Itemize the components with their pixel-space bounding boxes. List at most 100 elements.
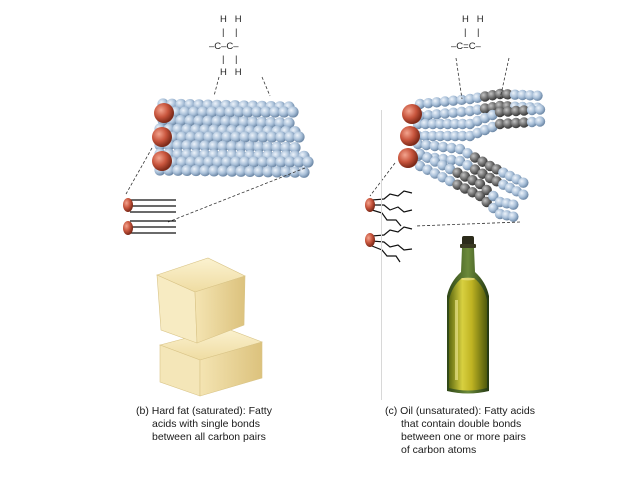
caption-line: acids with single bonds [152,418,260,430]
carbon-atom [266,156,278,168]
carbon-atom [269,106,281,118]
carbon-atom [229,116,241,128]
formula-guide-right-c [499,57,510,100]
carbon-atom [221,156,233,168]
carbon-atom [275,156,287,168]
caption-line: (b) Hard fat (saturated): Fatty [136,405,272,417]
carbon-atom [488,202,499,214]
carbon-atom [181,164,193,177]
carbon-atom [502,118,514,129]
formula-carbon-double-bond: –C=C– [451,41,481,52]
unsaturated-fatty-acid-chains [412,88,546,222]
carbon-atom [190,140,202,152]
carbon-atom [226,140,238,153]
carbon-atom [284,131,296,143]
carbon-atom [510,105,522,117]
carbon-atom [194,131,206,143]
carbon-atom [289,142,301,154]
carbon-atom [442,130,453,142]
carbon-atom [265,116,277,129]
unsaturated-glycerol-heads [398,104,422,168]
carbon-atom [280,166,292,178]
carbon-atom [302,156,314,168]
carbon-atom [230,131,242,143]
carbon-atom [212,131,224,143]
carbon-atom [257,131,269,143]
olive-oil-bottle-image [447,236,489,394]
carbon-atom [518,105,530,116]
carbon-atom [203,156,215,168]
carbon-atom [449,130,461,142]
carbon-atom [212,156,224,168]
carbon-atom [208,140,220,152]
carbon-atom [456,106,467,118]
formula-top-atoms: H H [462,14,484,25]
carbon-atom [420,130,431,142]
formula-top-bonds: | | [464,27,480,38]
carbon-atom [199,140,211,152]
caption-saturated: (b) Hard fat (saturated): Fatty acids wi… [136,405,321,444]
carbon-atom [197,106,209,118]
formula-top-atoms: H H [220,14,242,25]
zoom-guide-lower-c [414,221,521,227]
formula-bottom-atoms: H H [220,67,242,78]
carbon-atom [280,141,292,154]
carbon-atom [235,165,247,177]
carbon-atom [488,190,499,202]
carbon-atom [275,131,287,143]
carbon-atom [220,115,232,128]
carbon-atom [221,131,233,143]
carbon-atom [217,165,229,177]
carbon-atom [238,116,250,128]
carbon-atom [248,156,260,168]
carbon-atom [298,166,310,178]
carbon-atom [517,89,528,101]
panel-divider [381,110,382,400]
carbon-atom [253,141,265,153]
carbon-atom [293,131,305,143]
carbon-atom [431,109,442,120]
carbon-atom [181,139,193,152]
carbon-atom [226,165,238,177]
carbon-atom [439,96,451,107]
carbon-atom [526,116,538,128]
carbon-atom [199,165,211,177]
carbon-atom [244,165,256,178]
carbon-atom [435,118,446,130]
carbon-atom [456,94,467,106]
carbon-atom [481,184,492,196]
carbon-atom [532,90,543,101]
carbon-atom [427,130,439,142]
carbon-atom [257,156,269,168]
carbon-atom [283,117,295,129]
carbon-atom [293,156,305,168]
carbon-atom [235,141,247,153]
carbon-atom [474,190,486,202]
carbon-atom [449,118,461,130]
carbon-atom [266,131,278,143]
carbon-atom [481,196,492,208]
caption-line: that contain double bonds [401,418,522,430]
zoom-guide-upper-b [125,147,153,195]
caption-line: between one or more pairs [401,431,526,443]
carbon-atom [215,106,227,118]
carbon-atom [217,140,229,152]
carbon-atom [494,88,506,100]
carbon-atom [502,89,513,100]
glycerol-head [400,126,420,146]
carbon-atom [193,115,205,127]
carbon-atom [185,131,197,143]
saturated-fatty-acid-chains [154,98,314,178]
carbon-atom [518,117,530,128]
carbon-atom [494,118,506,130]
zoom-guide-lower-b [167,167,306,223]
carbon-atom [262,141,274,153]
carbon-atom [230,156,242,168]
carbon-atom [239,131,251,143]
carbon-atom [457,118,468,130]
formula-bottom-bonds: | | [222,54,238,65]
formula-top-bonds: | | [222,27,238,38]
carbon-atom [423,109,434,121]
carbon-atom [534,104,546,115]
carbon-atom [508,199,519,210]
